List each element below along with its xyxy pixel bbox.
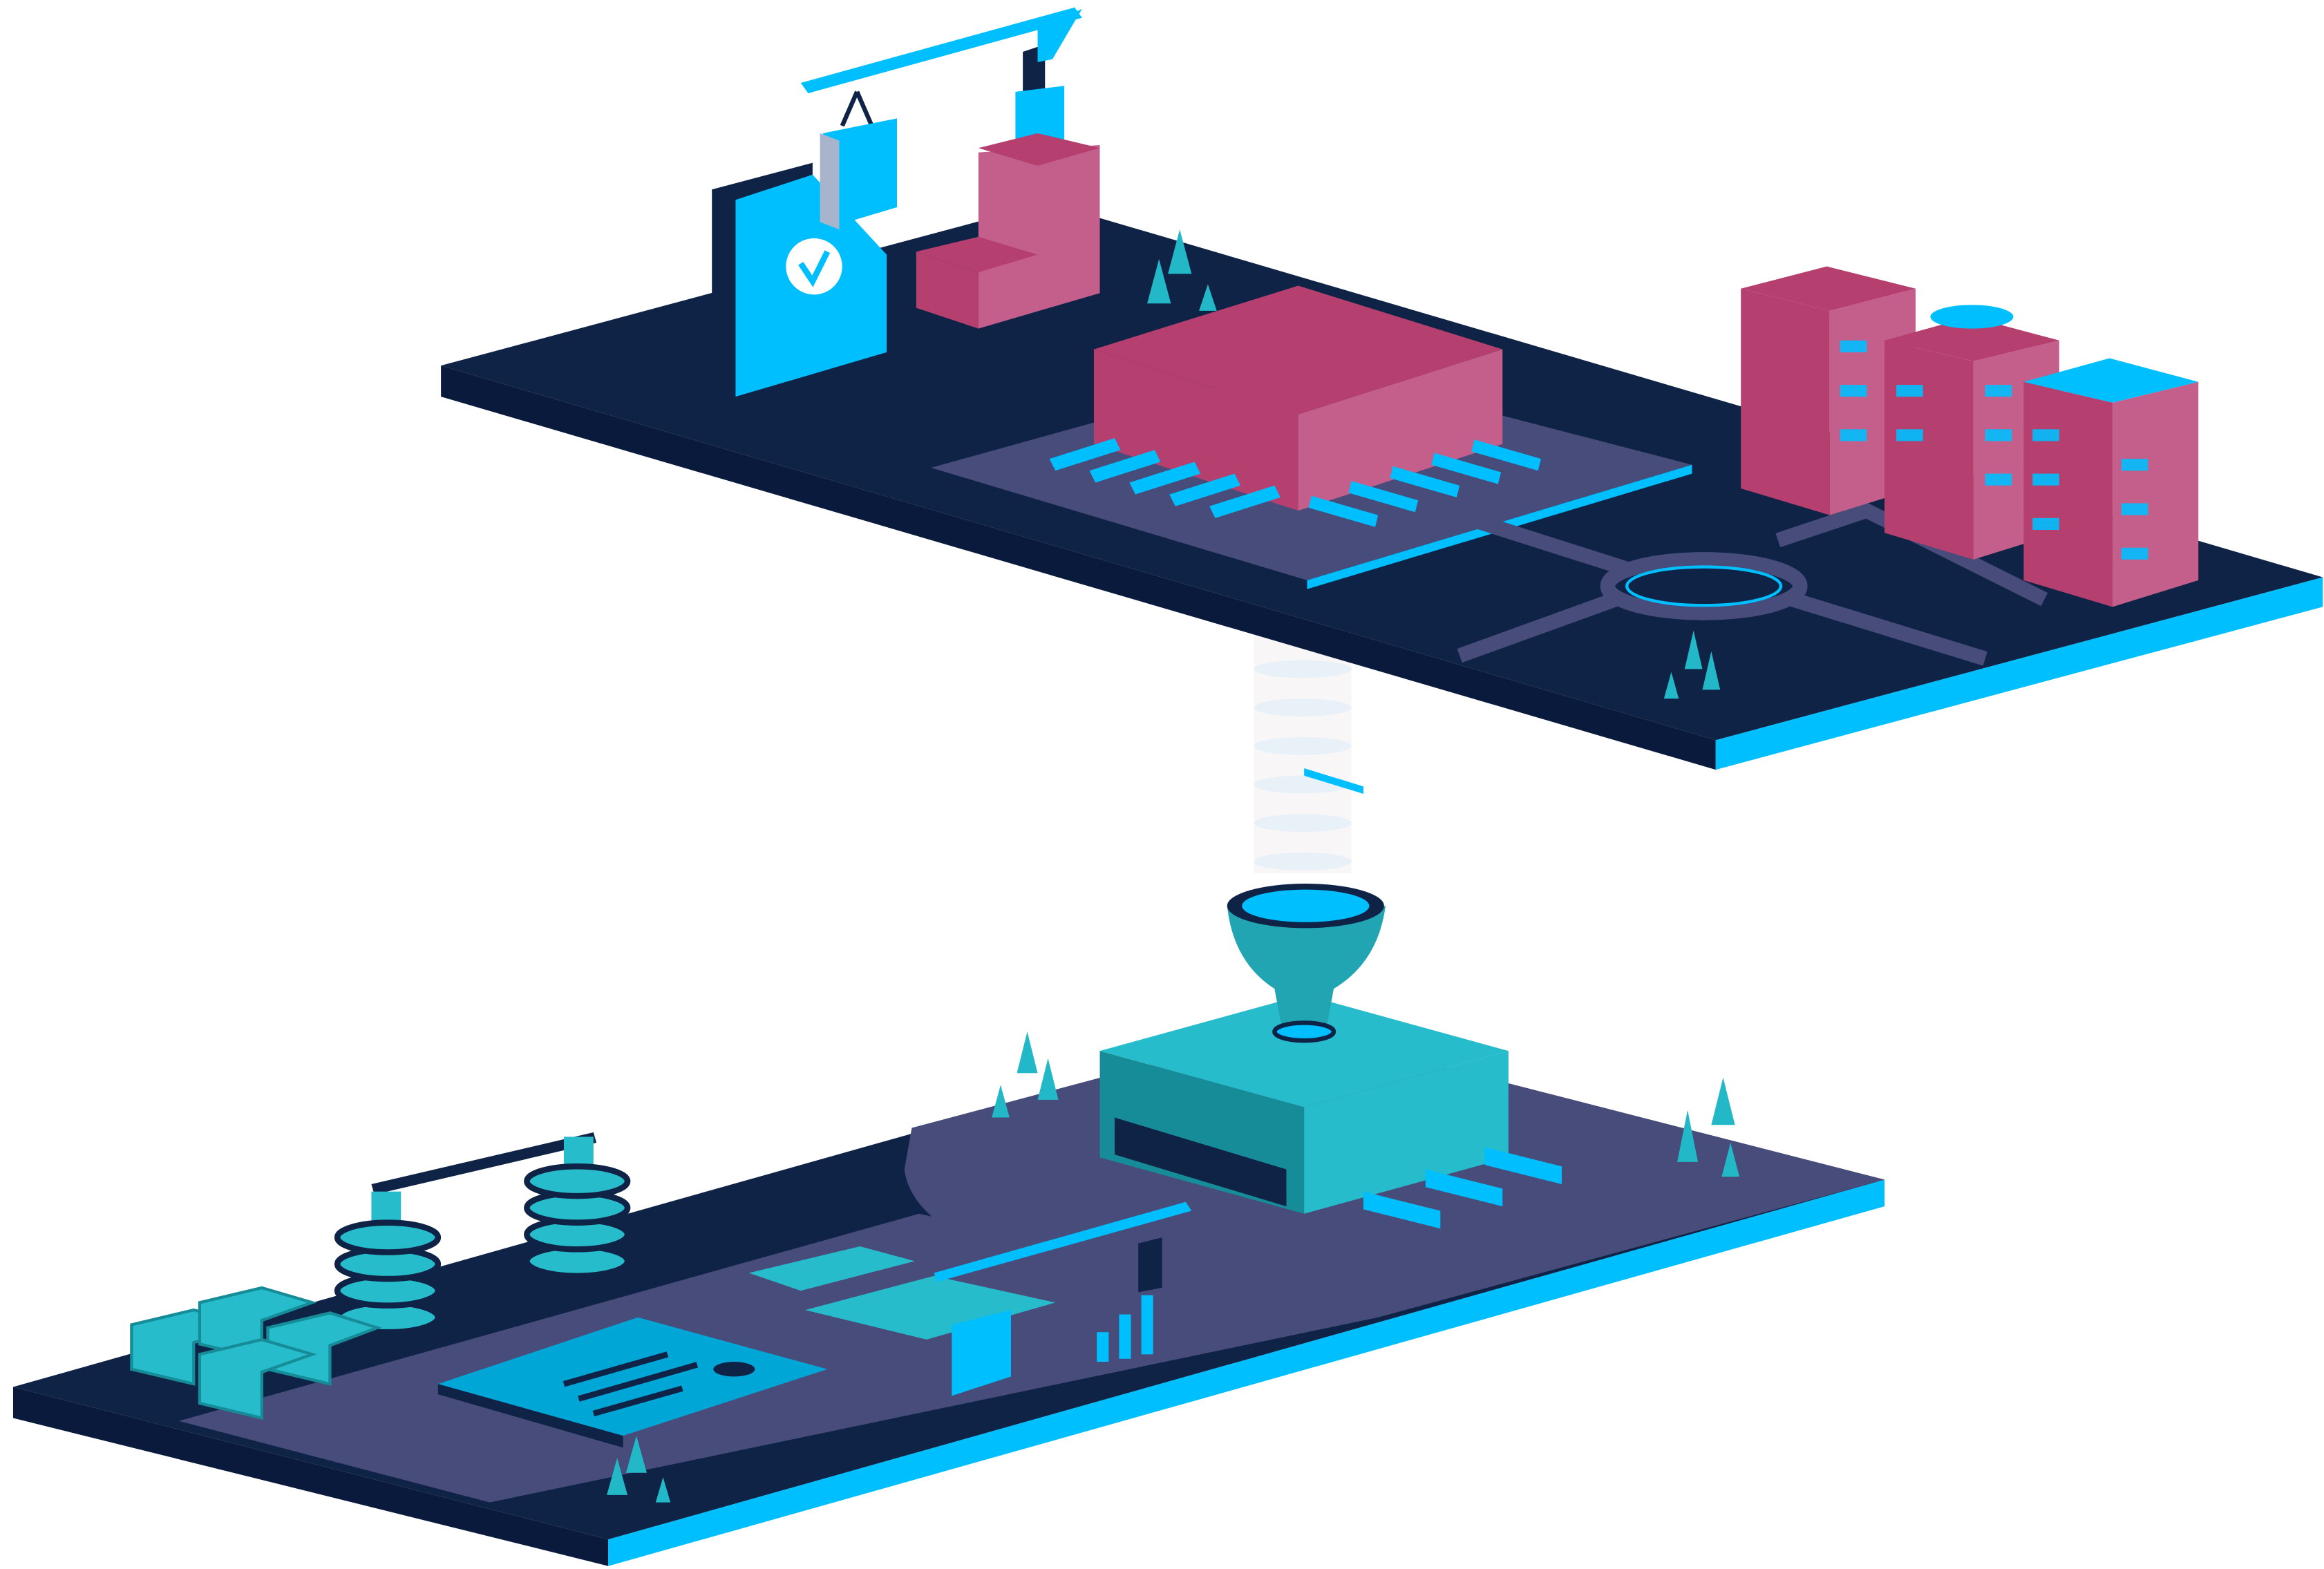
crane [800,7,1082,230]
bar-chart-icon [1097,1295,1153,1362]
factory-building [1049,285,1541,794]
office-buildings [1741,266,2199,607]
data-beam [1254,636,1352,874]
tree-icons [607,1031,1740,1503]
database-icon [334,1163,631,1335]
document-check-icon [712,86,887,397]
pink-block [916,133,1100,329]
database-crane [334,1132,631,1335]
document-cards [437,1246,1056,1448]
bottom-platform [12,884,1885,1566]
storage-blocks [130,1286,382,1420]
top-platform [441,7,2323,794]
funnel-icon [1227,906,1386,1029]
loading-bays [1049,438,1541,527]
loader-crane [934,1201,1192,1396]
tree-icons [1147,229,1721,699]
road [1457,502,2048,666]
